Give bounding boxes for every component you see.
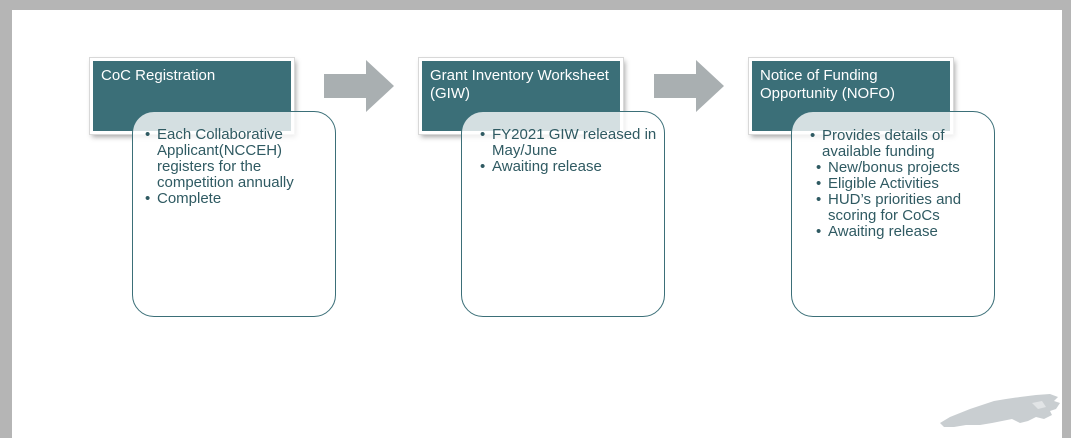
stage-2-bullet-1: FY2021 GIW released in May/June <box>478 127 658 159</box>
stage-3-title: Notice of Funding Opportunity (NOFO) <box>760 67 896 102</box>
stage-3-bullet-4: HUD’s priorities and scoring for CoCs <box>814 192 988 224</box>
stage-1-details: Each Collaborative Applicant(NCCEH) regi… <box>132 111 336 317</box>
stage-2-title: Grant Inventory Worksheet (GIW) <box>430 67 609 102</box>
right-arrow-icon <box>324 60 394 112</box>
stage-1-bullet-1: Each Collaborative Applicant(NCCEH) regi… <box>143 127 329 191</box>
stage-1-title: CoC Registration <box>101 67 216 84</box>
stage-3-details: Provides details of available funding Ne… <box>791 111 995 317</box>
stage-3-bullet-3: Eligible Activities <box>814 176 988 193</box>
stage-3-bullet-5: Awaiting release <box>814 224 988 241</box>
north-carolina-map-icon <box>940 394 1060 427</box>
stage-2-details: FY2021 GIW released in May/June Awaiting… <box>461 111 665 317</box>
stage-3-bullet-2: New/bonus projects <box>814 160 988 177</box>
stage-3-bullet-1: Provides details of available funding <box>808 128 988 160</box>
right-arrow-icon <box>654 60 724 112</box>
stage-1-bullet-2: Complete <box>143 191 329 208</box>
slide-canvas: CoC Registration Each Collaborative Appl… <box>12 10 1062 438</box>
stage-2-bullet-2: Awaiting release <box>478 159 658 176</box>
